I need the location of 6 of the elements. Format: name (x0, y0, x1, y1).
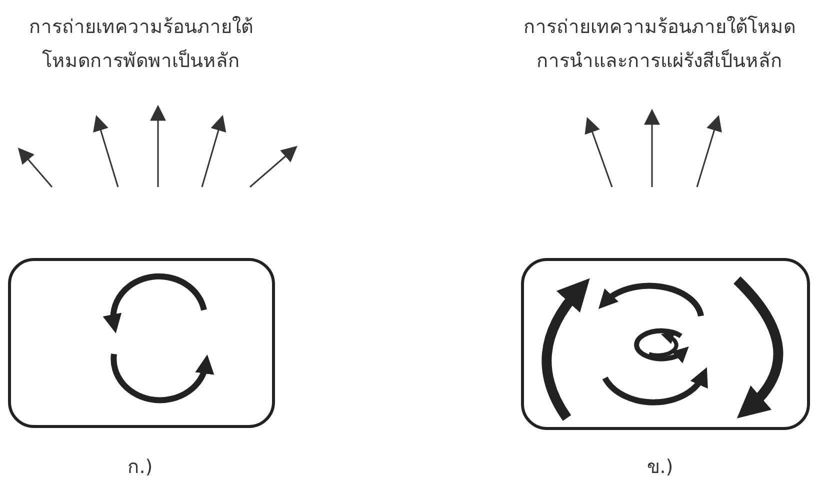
heading: การถ่ายเทความร้อนภายใต้โหมด การนำและการแผ่รังสีเป็นหลัก (522, 14, 796, 74)
container-box (521, 258, 810, 430)
heading: การถ่ายเทความร้อนภายใต้ โหมดการพัดพาเป็นหลัก (28, 15, 254, 74)
container-box (8, 258, 275, 428)
caption: ข.) (646, 455, 674, 480)
caption: ก.) (126, 455, 154, 480)
